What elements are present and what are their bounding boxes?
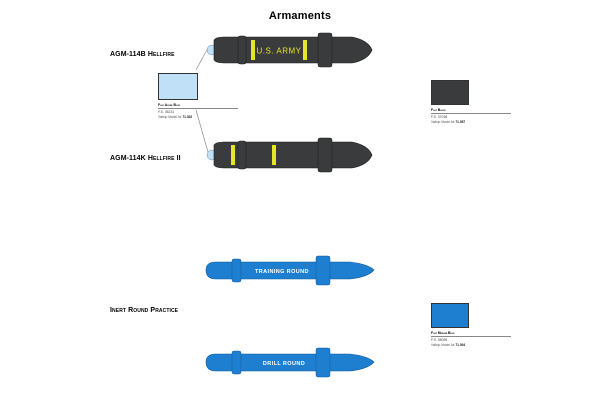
swatch-name: Flat Medium Blue [431, 331, 511, 337]
rear-fin [315, 347, 331, 378]
swatch-paint: Vallejo Model Air 71.057 [431, 120, 466, 124]
swatch-flat-black: Flat Black F.S. 37038 Vallejo Model Air … [431, 80, 511, 124]
leader-line-2 [195, 109, 209, 153]
missile-body [205, 353, 375, 372]
forward-fin [237, 35, 247, 65]
color-swatch [431, 303, 469, 328]
yellow-band [231, 145, 235, 165]
missile-agm-114k [206, 137, 373, 173]
missile-inert-bottom: DRILL ROUND [205, 347, 375, 378]
swatch-fs-number: F.S. 37038 [431, 115, 448, 119]
forward-fin [231, 350, 242, 375]
rear-fin [315, 255, 331, 286]
missile-marking: TRAINING ROUND [255, 269, 309, 275]
rear-fin [317, 32, 333, 68]
swatch-name: Flat Azure Blue [158, 103, 238, 109]
yellow-band [251, 40, 255, 60]
missile-agm-114b: U.S. ARMY [206, 32, 373, 68]
leader-line-1 [195, 47, 209, 71]
forward-fin [237, 140, 247, 170]
swatch-flat-azure-blue: Flat Azure Blue F.S. 35231 Vallejo Model… [158, 73, 238, 119]
missile-body [205, 261, 375, 280]
missile-label-agm-114b: AGM-114B Hellfire [110, 51, 175, 58]
yellow-band [272, 145, 276, 165]
page-title: Armaments [268, 10, 332, 22]
color-swatch [431, 80, 469, 105]
rear-fin [317, 137, 333, 173]
swatch-paint: Vallejo Model Air 71.302 [158, 115, 193, 119]
swatch-flat-medium-blue: Flat Medium Blue F.S. 35095 Vallejo Mode… [431, 303, 511, 347]
swatch-paint: Vallejo Model Air 71.004 [431, 343, 466, 347]
swatch-fs-number: F.S. 35095 [431, 338, 448, 342]
swatch-name: Flat Black [431, 108, 511, 114]
color-swatch [158, 73, 198, 100]
missile-body [213, 141, 373, 169]
missile-label-inert-round: Inert Round Practice [110, 307, 179, 314]
swatch-fs-number: F.S. 35231 [158, 110, 175, 114]
missile-marking: U.S. ARMY [257, 47, 302, 56]
yellow-band [303, 40, 307, 60]
forward-fin [231, 258, 242, 283]
missile-label-agm-114k: AGM-114K Hellfire II [110, 155, 181, 162]
missile-marking: DRILL ROUND [263, 361, 305, 367]
missile-inert-top: TRAINING ROUND [205, 255, 375, 286]
